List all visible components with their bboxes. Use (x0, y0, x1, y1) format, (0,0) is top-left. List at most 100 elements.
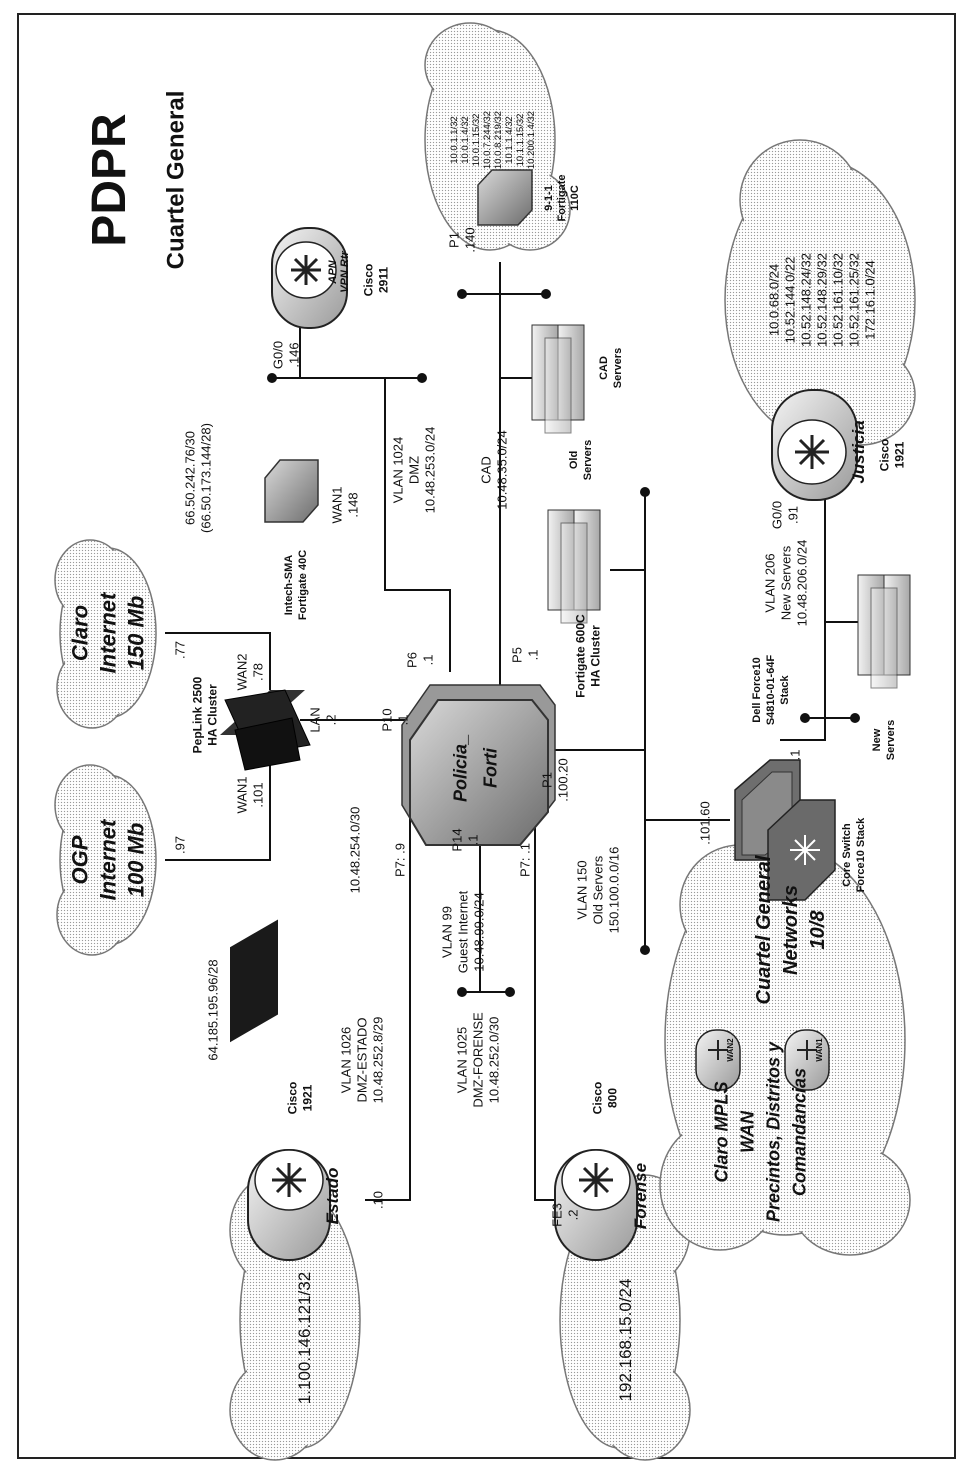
vlan-1024: VLAN 1024DMZ10.48.253.0/24 (391, 427, 438, 514)
vlan-cad-line: 10.48.35.0/24 (495, 430, 510, 510)
peplink-model-line: HA Cluster (206, 684, 220, 746)
intech-port-line: WAN1 (330, 486, 345, 523)
core-ip: .101.60 (698, 801, 713, 844)
peplink-wan1-line: WAN1 (235, 776, 250, 813)
vlan-206-line: New Servers (779, 545, 794, 620)
claro-link-ip-line: .77 (173, 641, 188, 659)
fg110-port-line: P1 (447, 232, 462, 248)
justicia-router-name: Justicia (849, 420, 868, 483)
justicia-net-label-line: 10.0.68.0/24 (767, 264, 782, 336)
forti-p10-line: P10 (380, 708, 395, 731)
forti-p6-line: P6 (405, 652, 420, 668)
forti-p5-line: P5 (510, 647, 525, 663)
intech-label-line: Fortigate 40C (297, 550, 309, 620)
vlan-1026-line: 10.48.252.8/29 (371, 1017, 386, 1104)
vlan-150-line: Old Servers (591, 855, 606, 924)
cad-servers-label-line: CAD (598, 356, 610, 380)
justicia-router[interactable] (771, 389, 858, 501)
e911-net-label-line: 10.0.1.4/32 (460, 116, 471, 164)
claro-subnet-line: 66.50.242.76/30 (183, 431, 198, 525)
new-servers[interactable] (857, 574, 911, 689)
peplink-wan2: WAN2.78 (235, 653, 266, 690)
apn-router-name-line: APN (327, 259, 339, 284)
policia-forti-firewall[interactable] (401, 684, 556, 846)
peplink-cluster[interactable] (220, 689, 311, 1043)
page-subtitle: Cuartel General (162, 91, 189, 270)
forti-p5: P5.1 (510, 647, 541, 663)
fg110-label-line: 9-1-1 (543, 185, 555, 211)
intech-port: WAN1.148 (330, 486, 361, 523)
forense-router[interactable] (554, 1149, 638, 1261)
page-border (17, 13, 956, 1459)
vlan-99: VLAN 99Guest Internet10.48.99.0/24 (440, 890, 487, 973)
forti-p1-line: P1 (540, 772, 555, 788)
justicia-router-model-line: 1921 (893, 441, 907, 468)
vlan-99-line: Guest Internet (456, 890, 471, 973)
mpls-router-wan1[interactable] (784, 1029, 830, 1091)
dell-ip: .1 (788, 750, 803, 761)
apn-router-port-line: G0/0 (271, 341, 286, 369)
fortigate-110c[interactable] (477, 169, 533, 226)
e911-net-label-line: 10.0.8.219/32 (493, 111, 504, 169)
justicia-net-label-line: 172.16.1.0/24 (863, 260, 878, 340)
ogp-cloud-label-line: 100 Mb (124, 823, 149, 898)
estado-router[interactable] (247, 1149, 331, 1261)
claro-internet-cloud-label-line: 150 Mb (124, 596, 149, 671)
justicia-router-port-line: G0/0 (770, 501, 785, 529)
mpls-wan1-tag: WAN1 (815, 1038, 824, 1062)
intech-fortigate-40c[interactable] (264, 459, 319, 523)
estado-router-name-line: Estado (323, 1168, 342, 1225)
justicia-net-label-line: 10.52.161.25/32 (847, 253, 862, 347)
intech-port-line: .148 (346, 492, 361, 517)
new-servers-label-line: New (871, 728, 883, 751)
old-servers-label-line: Servers (582, 440, 594, 480)
page-title-line: PDPR (83, 113, 136, 246)
cad-servers-label-line: Servers (612, 348, 624, 388)
peplink-model-line: PepLink 2500 (191, 676, 205, 753)
router-arrows-icon (579, 1163, 613, 1197)
lan-subnet: 10.48.254.0/30 (348, 807, 363, 894)
vlan-1025-line: DMZ-FORENSE (471, 1012, 486, 1108)
page-title: PDPR (83, 113, 136, 246)
router-arrows-icon (272, 1163, 306, 1197)
vlan-99-line: VLAN 99 (440, 906, 455, 958)
ogp-cloud-label-line: OGP (68, 835, 93, 884)
forense-router-name-line: Forense (631, 1163, 650, 1229)
vlan-1025-line: 10.48.252.0/30 (487, 1017, 502, 1104)
apn-router[interactable] (271, 227, 348, 329)
old-servers-label-line: Old (568, 451, 580, 469)
router-arrows-icon (795, 435, 829, 469)
peplink-lan-line: LAN (308, 707, 323, 732)
fg110-port: P1.140 (447, 227, 478, 252)
core-switch-label-line: Core Switch (841, 823, 853, 887)
forti-p7-9-line: P7: .9 (393, 843, 408, 877)
forti-p6-line: .1 (421, 655, 436, 666)
forense-router-port-line: FE3 (550, 1203, 565, 1227)
cad-servers[interactable] (531, 324, 585, 434)
forti-p6: P6.1 (405, 652, 436, 668)
vlan-206-line: 10.48.206.0/24 (795, 540, 810, 627)
vlan-1026-line: DMZ-ESTADO (355, 1018, 370, 1103)
justicia-router-port-line: .91 (786, 506, 801, 524)
cloud-fills (62, 32, 913, 1446)
switch-arrows-icon (790, 835, 820, 865)
mpls-router-wan2[interactable] (695, 1029, 741, 1091)
vlan-1026-line: VLAN 1026 (339, 1027, 354, 1094)
forti-p14-line: P14 (450, 828, 465, 851)
ogp-cloud-label-line: Internet (96, 818, 121, 900)
peplink-wan2-line: WAN2 (235, 653, 250, 690)
dell-stack-label-line: S4810-01-64F (765, 655, 777, 726)
core-switch-stack[interactable] (767, 799, 836, 901)
apn-router-port: G0/0.146 (271, 341, 302, 369)
forti-p5-line: .1 (526, 650, 541, 661)
ogp-link-ip: .97 (173, 836, 188, 854)
vlan-1024-line: VLAN 1024 (391, 437, 406, 504)
old-servers[interactable] (547, 509, 601, 624)
